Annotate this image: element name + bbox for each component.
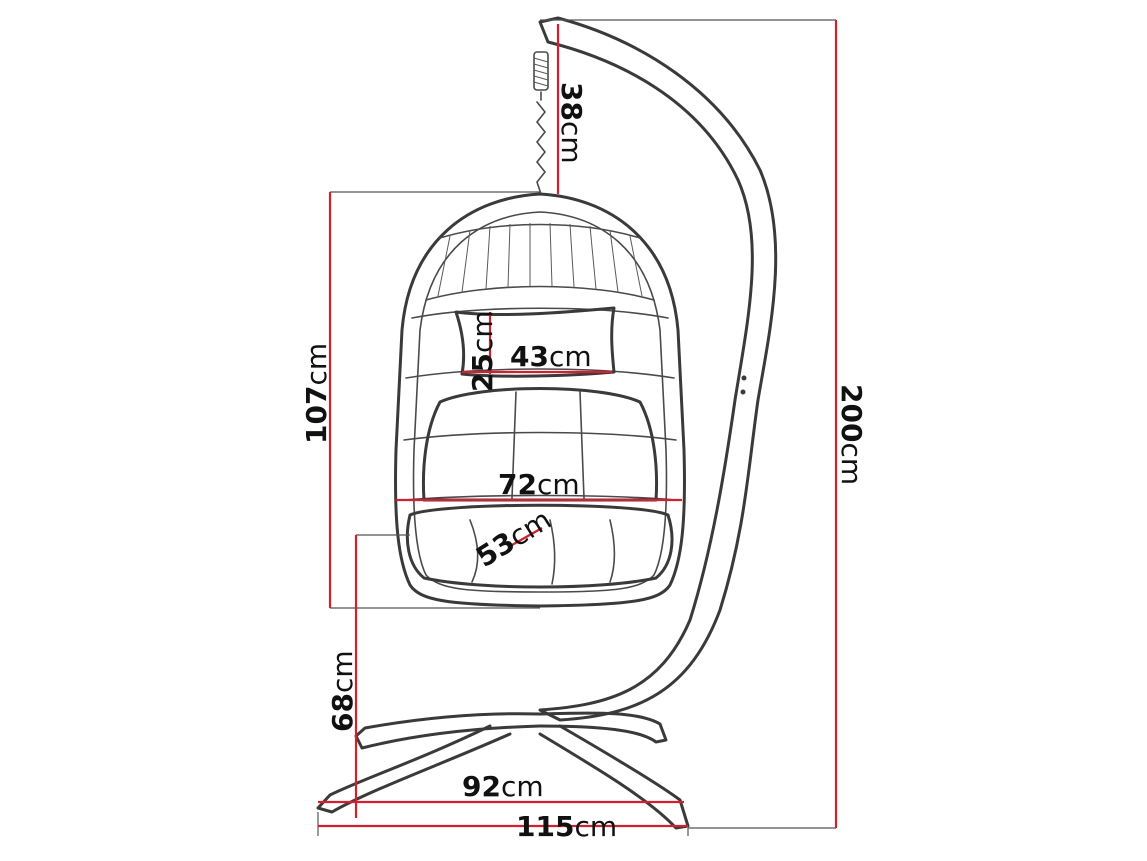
- label-pillow-height: 25cm: [466, 310, 499, 392]
- label-basket-height: 107cm: [300, 343, 333, 444]
- basket: [394, 192, 686, 608]
- dimension-lines: [318, 20, 838, 828]
- label-total-width: 115cm: [516, 810, 617, 843]
- label-seat-height: 68cm: [326, 650, 359, 732]
- dimension-labels: 38cm 200cm 107cm 68cm 25cm 43cm 72cm 53c…: [300, 82, 868, 843]
- dim-line-seat-depth: [511, 527, 543, 546]
- spring-chain: [533, 51, 549, 195]
- cushion: [405, 387, 674, 589]
- label-chain: 38cm: [555, 82, 588, 164]
- label-basket-width: 72cm: [498, 468, 580, 501]
- pillow: [454, 306, 616, 378]
- label-total-height: 200cm: [835, 384, 868, 485]
- label-pillow-width: 43cm: [510, 340, 592, 373]
- label-seat-depth: 53cm: [470, 503, 557, 574]
- label-base-width: 92cm: [462, 770, 544, 803]
- extension-lines: [317, 19, 836, 836]
